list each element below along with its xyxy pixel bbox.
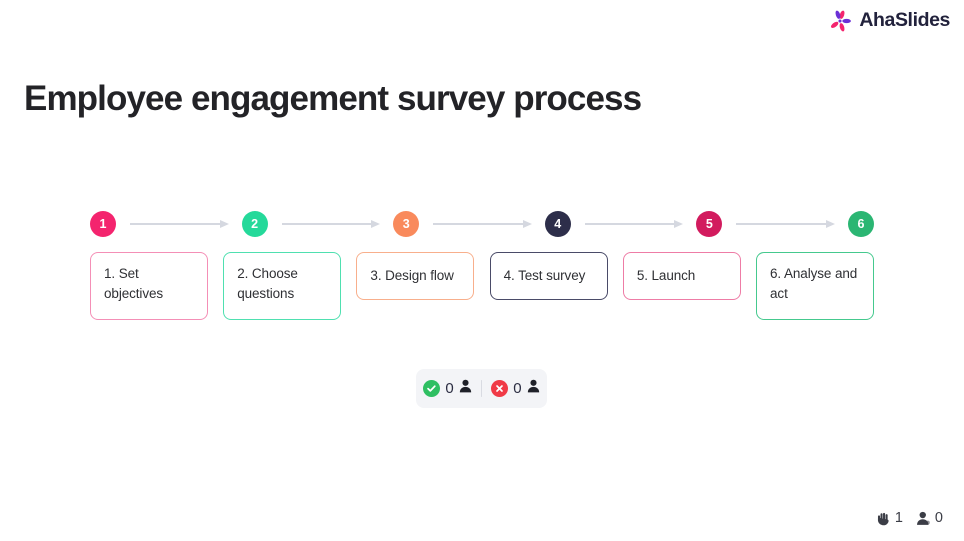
arrow-right-icon: [122, 219, 236, 229]
brand-name: AhaSlides: [859, 9, 950, 32]
step-card-3[interactable]: 3. Design flow: [356, 252, 475, 300]
check-circle-icon: [423, 380, 441, 397]
step-card-5[interactable]: 5. Launch: [622, 252, 741, 300]
wrong-vote-count: 0: [513, 380, 522, 397]
close-circle-icon: [491, 380, 509, 397]
vote-counter-pill: 0 0: [416, 369, 547, 408]
participants-count: 0: [934, 510, 943, 527]
arrow-right-icon: [274, 219, 388, 229]
step-badge-3: 3: [393, 211, 420, 237]
vote-divider: [480, 380, 483, 397]
wrong-vote-group: 0: [491, 379, 539, 398]
correct-vote-group: 0: [423, 379, 471, 398]
step-badge-2: 2: [241, 211, 268, 237]
process-diagram: 1 2 3 4 5 6 1. Set objectives 2. Choose …: [90, 210, 875, 320]
person-icon: [459, 379, 472, 398]
footer-stats: 1 0: [876, 511, 943, 526]
step-card-2[interactable]: 2. Choose questions: [223, 252, 342, 320]
step-card-1[interactable]: 1. Set objectives: [90, 252, 208, 320]
ahaslides-starburst-icon: [828, 9, 852, 33]
participants-stat: 0: [916, 511, 943, 526]
step-badge-4: 4: [544, 211, 571, 237]
step-badge-row: 1 2 3 4 5 6: [90, 210, 874, 238]
step-badge-5: 5: [696, 211, 723, 237]
step-badge-1: 1: [90, 211, 116, 237]
raised-hand-count: 1: [894, 510, 903, 527]
person-icon: [916, 511, 931, 526]
arrow-right-icon: [577, 219, 691, 229]
step-badge-6: 6: [847, 211, 874, 237]
person-icon: [527, 379, 540, 398]
page-title: Employee engagement survey process: [24, 79, 642, 119]
raised-hand-stat: 1: [876, 511, 903, 526]
raised-hand-icon: [876, 511, 891, 526]
ahaslides-logo: AhaSlides: [828, 9, 950, 33]
step-card-row: 1. Set objectives 2. Choose questions 3.…: [90, 252, 875, 320]
arrow-right-icon: [728, 219, 842, 229]
step-card-6[interactable]: 6. Analyse and act: [756, 252, 875, 320]
step-card-4[interactable]: 4. Test survey: [489, 252, 608, 300]
correct-vote-count: 0: [445, 380, 454, 397]
arrow-right-icon: [425, 219, 539, 229]
